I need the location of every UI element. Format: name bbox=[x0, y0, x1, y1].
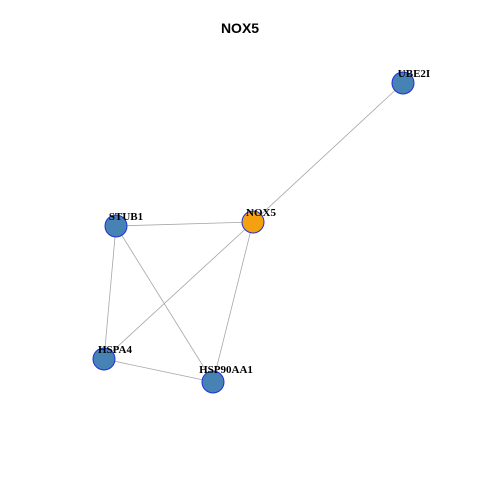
node-nox5[interactable] bbox=[241, 210, 265, 234]
edge-hspa4-hsp90aa1 bbox=[103, 358, 214, 383]
edge-nox5-hspa4 bbox=[103, 221, 254, 360]
node-label-ube2i: UBE2I bbox=[398, 68, 430, 80]
node-stub1[interactable] bbox=[104, 214, 128, 238]
node-hspa4[interactable] bbox=[92, 347, 116, 371]
node-ube2i[interactable] bbox=[391, 71, 415, 95]
edge-stub1-hsp90aa1 bbox=[115, 225, 214, 383]
node-label-hsp90aa1: HSP90AA1 bbox=[199, 364, 253, 376]
edges-layer bbox=[103, 82, 404, 383]
edge-nox5-hsp90aa1 bbox=[212, 221, 254, 383]
node-label-nox5: NOX5 bbox=[246, 207, 276, 219]
node-label-hspa4: HSPA4 bbox=[98, 344, 133, 356]
edge-stub1-hspa4 bbox=[103, 225, 117, 360]
graph-title: NOX5 bbox=[220, 20, 260, 36]
edge-nox5-stub1 bbox=[115, 221, 254, 227]
node-label-stub1: STUB1 bbox=[109, 211, 143, 223]
node-hsp90aa1[interactable] bbox=[201, 370, 225, 394]
edge-nox5-ube2i bbox=[252, 82, 404, 223]
